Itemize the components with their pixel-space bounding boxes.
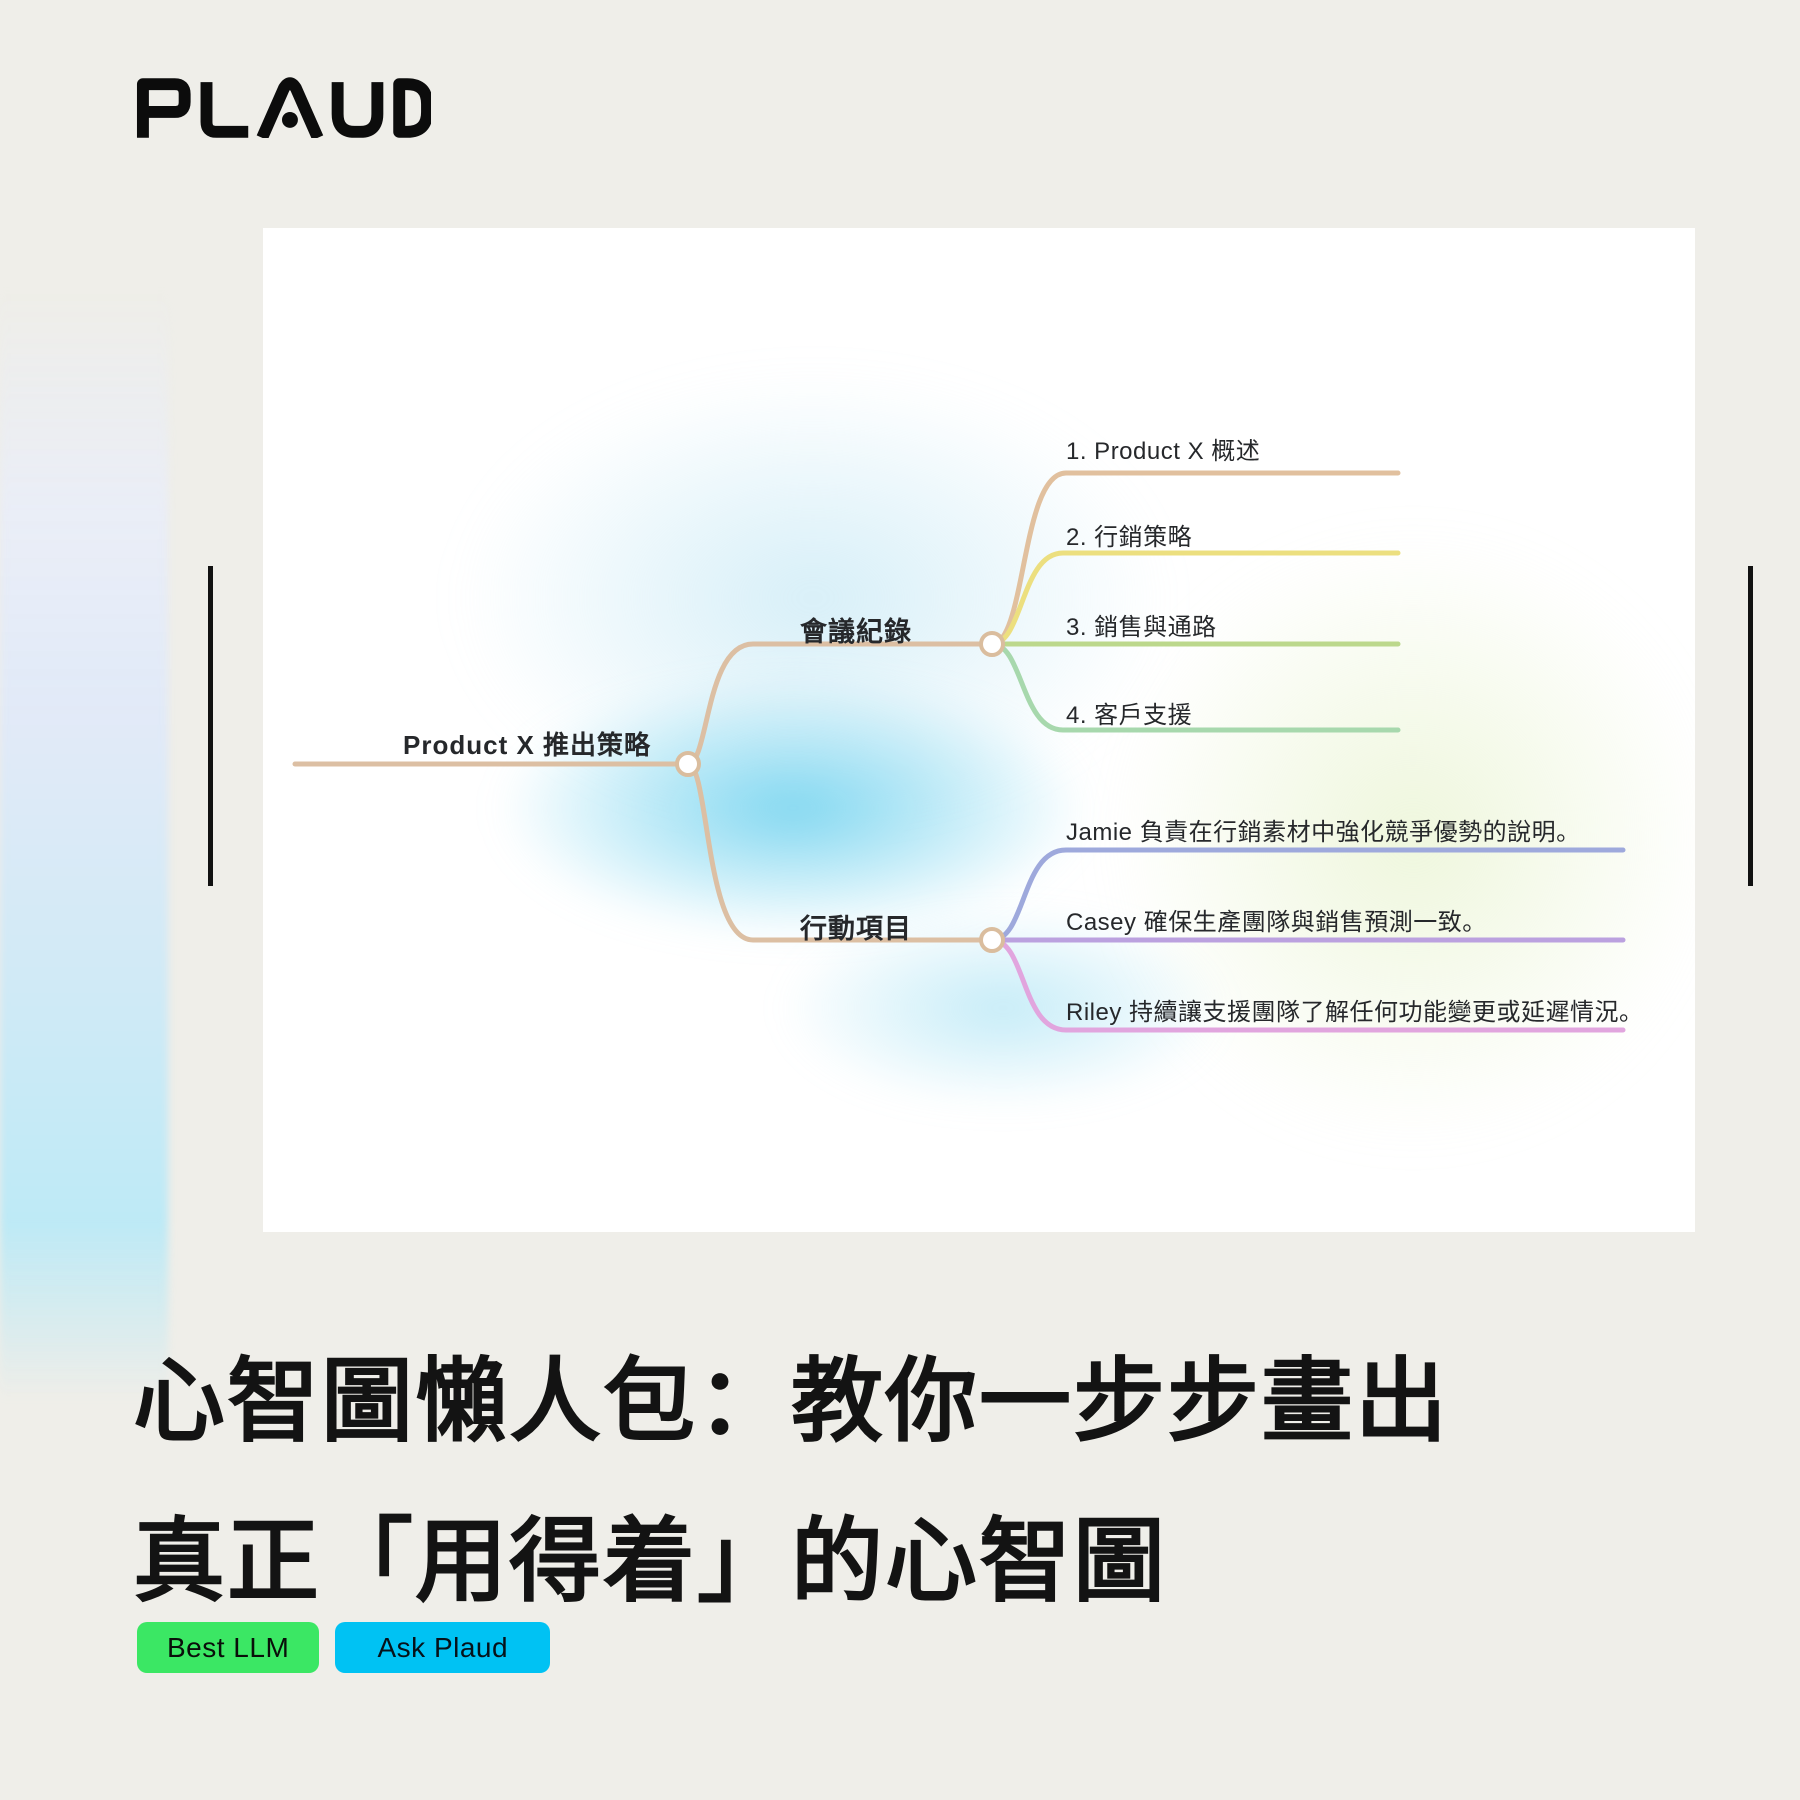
meeting-node-dot xyxy=(979,631,1005,657)
plaud-logo: PLAUD xyxy=(133,76,431,138)
action-item-3: Riley 持續讓支援團隊了解任何功能變更或延遲情況。 xyxy=(1066,999,1644,1026)
branch-label-meeting: 會議紀錄 xyxy=(800,617,912,647)
action-item-2: Casey 確保生產團隊與銷售預測一致。 xyxy=(1066,909,1487,936)
meeting-child-2: 2. 行銷策略 xyxy=(1066,524,1193,551)
root-node-dot xyxy=(675,751,701,777)
mindmap-card: Product X 推出策略 會議紀錄 行動項目 1. Product X 概述… xyxy=(263,228,1695,1232)
action-item-1: Jamie 負責在行銷素材中強化競爭優勢的說明。 xyxy=(1066,819,1581,846)
page-title-line2: 真正「用得着」的心智圖 xyxy=(133,1511,1168,1613)
meeting-child-3: 3. 銷售與通路 xyxy=(1066,614,1217,641)
meeting-child-1: 1. Product X 概述 xyxy=(1066,438,1261,465)
left-edge-gradient xyxy=(0,290,168,1400)
card-gradient-blob-cyan2 xyxy=(693,868,1313,1148)
best-llm-badge[interactable]: Best LLM xyxy=(137,1622,320,1673)
action-node-dot xyxy=(979,927,1005,953)
right-accent-line xyxy=(1748,566,1753,886)
page-title-line1: 心智圖懶人包：教你一步步畫出 xyxy=(133,1351,1450,1453)
branch-line-meeting xyxy=(685,641,995,767)
root-node-label: Product X 推出策略 xyxy=(403,730,652,760)
page-title: 心智圖懶人包：教你一步步畫出 真正「用得着」的心智圖 xyxy=(133,1322,1693,1642)
ask-plaud-badge[interactable]: Ask Plaud xyxy=(335,1622,551,1673)
left-accent-line xyxy=(208,566,213,886)
branch-label-action: 行動項目 xyxy=(800,914,912,944)
meeting-child-4: 4. 客戶支援 xyxy=(1066,702,1193,729)
plaud-logo-mark xyxy=(136,77,431,138)
mindmap-connectors xyxy=(292,470,1626,1033)
child-line-4 xyxy=(989,641,1401,733)
badge-row: Best LLM Ask Plaud xyxy=(137,1622,551,1673)
